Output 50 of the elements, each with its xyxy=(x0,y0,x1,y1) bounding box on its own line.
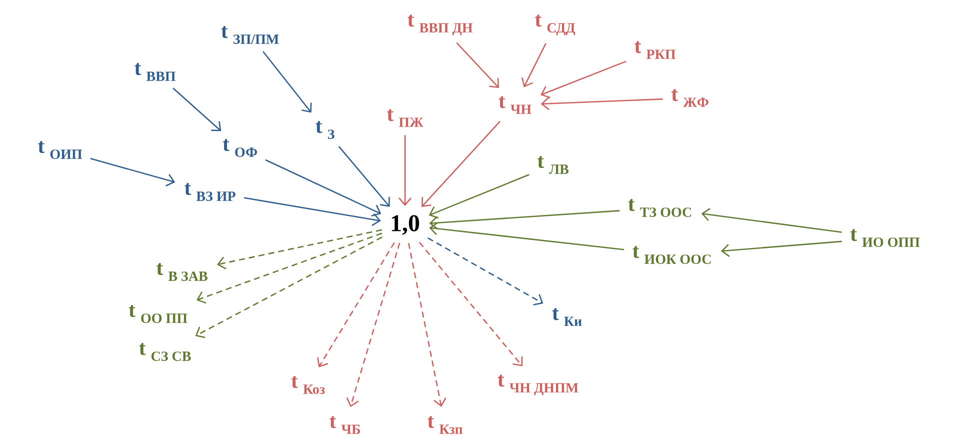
arrow xyxy=(90,158,176,186)
arrow xyxy=(421,120,501,207)
time-label: t ИО ОПП xyxy=(850,229,920,247)
time-label: t З xyxy=(316,121,334,139)
arrow xyxy=(540,97,663,110)
arrow xyxy=(398,135,412,206)
arrow xyxy=(244,197,381,226)
arrow xyxy=(418,242,523,366)
arrow xyxy=(216,229,382,270)
time-label: t ОФ xyxy=(222,139,258,157)
arrow xyxy=(262,51,312,113)
time-label: t В ЗАВ xyxy=(156,263,208,281)
time-label: t ВВП xyxy=(134,63,176,81)
time-label: t РКП xyxy=(634,41,676,59)
time-label: t Ки xyxy=(552,308,582,326)
arrow xyxy=(429,210,620,230)
time-label: t ВВП ДН xyxy=(408,14,473,36)
time-label: t ОО ПП xyxy=(128,305,188,323)
arrow xyxy=(265,159,382,217)
arrow xyxy=(428,174,530,218)
arrow xyxy=(338,146,390,207)
arrow xyxy=(196,232,382,304)
arrow xyxy=(456,42,500,88)
time-label: t ЖФ xyxy=(671,89,708,107)
time-label: t ОИП xyxy=(38,141,82,159)
time-label: t ИОК ООС xyxy=(632,246,711,264)
arrow xyxy=(408,242,446,407)
time-label: t ЧН xyxy=(498,96,532,114)
arrow xyxy=(195,236,382,338)
time-label: t СЗ СВ xyxy=(139,343,191,361)
time-label: t ЧБ xyxy=(330,416,360,434)
time-label: t ЗП/ПМ xyxy=(221,26,279,44)
arrow xyxy=(429,222,624,250)
time-label: t ЛВ xyxy=(537,156,568,174)
time-label: t ТЗ ООС xyxy=(628,199,692,217)
time-label: t Кзп xyxy=(428,416,462,434)
arrow xyxy=(172,88,222,132)
value-label: 1,0 xyxy=(392,215,420,235)
arrow xyxy=(521,42,546,88)
arrow xyxy=(701,208,842,233)
arrow xyxy=(540,60,626,98)
time-label: t ПЖ xyxy=(387,109,424,127)
time-label: t СДД xyxy=(535,14,576,36)
arrow xyxy=(317,242,395,368)
arrow xyxy=(428,237,544,306)
time-label: t ЧН ДНПМ xyxy=(498,374,578,396)
arrow xyxy=(346,242,400,408)
time-label: t Коз xyxy=(291,376,325,394)
time-label: t ВЗ ИР xyxy=(184,183,236,201)
arrow xyxy=(720,240,842,257)
